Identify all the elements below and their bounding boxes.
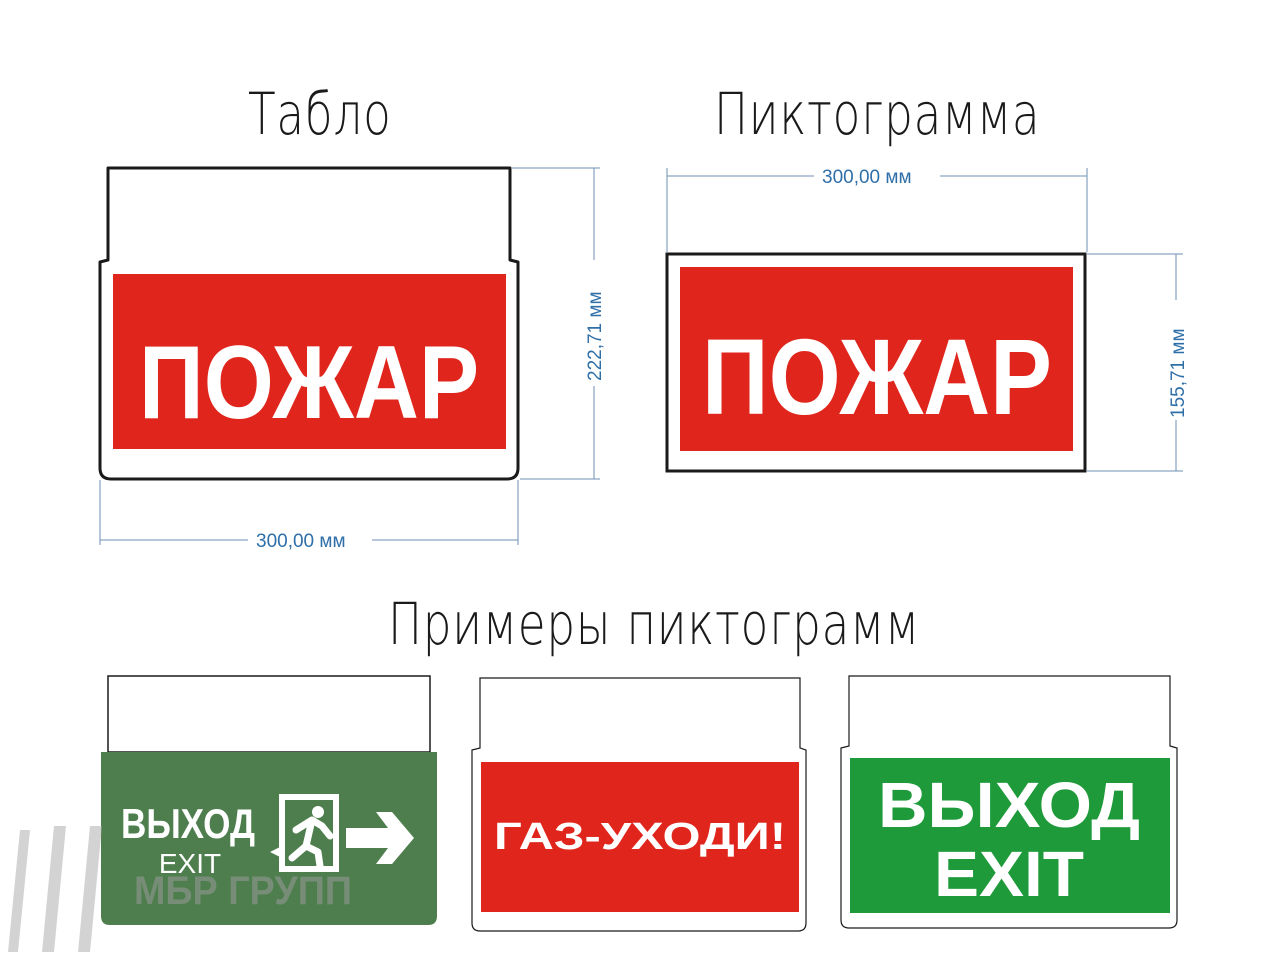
tablo-text: ПОЖАР (139, 325, 479, 441)
example1-line2: EXIT (159, 848, 221, 879)
pictogram-red-panel (680, 267, 1073, 451)
example1-line1: ВЫХОД (121, 800, 255, 847)
tablo-width-label: 300,00 мм (256, 531, 346, 552)
tablo-sign: ПОЖАР (98, 166, 520, 481)
tablo-height-label: 222,71 мм (585, 291, 606, 381)
pictogram-height-dimension: 155,71 мм (1087, 253, 1189, 472)
pictogram-width-label: 300,00 мм (822, 167, 912, 188)
pictogram-heading: Пиктограмма (714, 80, 1041, 148)
tablo-height-dimension: 222,71 мм (512, 167, 606, 480)
pictogram-height-label: 155,71 мм (1168, 328, 1189, 418)
pictogram-sign: ПОЖАР (665, 252, 1087, 473)
example-sign-exit-text: ВЫХОД EXIT (840, 675, 1178, 929)
tablo-width-dimension: 300,00 мм (99, 480, 519, 552)
pictogram-text: ПОЖАР (702, 316, 1052, 437)
pictogram-width-dimension: 300,00 мм (666, 167, 1088, 252)
running-man-icon (270, 794, 339, 872)
tablo-heading: Табло (248, 80, 392, 148)
example3-line1: ВЫХОД (878, 769, 1140, 841)
example2-text: ГАЗ-УХОДИ! (494, 816, 786, 858)
example-sign-exit-arrow: ВЫХОД EXIT (101, 675, 437, 925)
examples-heading: Примеры пиктограмм (388, 590, 920, 658)
tablo-red-panel (113, 274, 506, 449)
watermark-text: МБР ГРУПП (134, 869, 352, 913)
example3-line2: EXIT (934, 838, 1084, 910)
example-sign-gas: ГАЗ-УХОДИ! (471, 677, 807, 932)
arrow-right-icon (346, 812, 414, 864)
watermark-logo: МБР ГРУПП (8, 826, 352, 952)
